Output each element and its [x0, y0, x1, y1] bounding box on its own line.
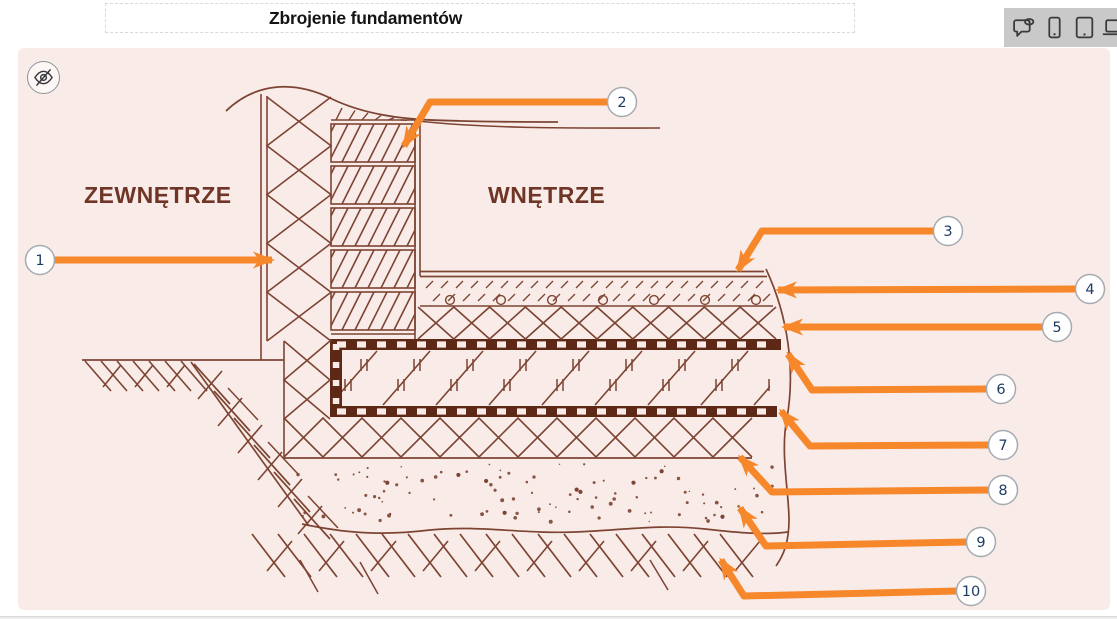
callout-8[interactable]: 8: [987, 474, 1019, 506]
callout-arrow-8: [737, 454, 990, 496]
callout-number: 5: [1052, 320, 1061, 336]
callout-arrow-3: [735, 227, 934, 273]
rebar-top-band: [330, 339, 781, 350]
callout-number: 2: [617, 95, 626, 111]
callout-5[interactable]: 5: [1041, 311, 1073, 343]
callout-number: 6: [996, 382, 1005, 398]
callout-arrow-2: [400, 98, 608, 149]
page-bottom-divider: [0, 616, 1117, 619]
rebar-left-band: [330, 339, 342, 417]
callout-2[interactable]: 2: [606, 86, 638, 118]
foundation-drawing: 1 2 3 4 5 6 7 8 9 10: [24, 85, 1106, 607]
rebar-bottom-band: [330, 406, 777, 417]
callout-markers: 1 2 3 4 5 6 7 8 9 10: [24, 86, 1106, 607]
drawing-hatching: [84, 96, 777, 595]
callout-number: 9: [976, 535, 985, 551]
callout-7[interactable]: 7: [987, 429, 1019, 461]
callout-arrow-4: [775, 281, 1077, 299]
callout-arrows: [54, 98, 1077, 600]
label-exterior: ZEWNĘTRZE: [84, 182, 232, 208]
callout-number: 1: [35, 253, 44, 269]
tablet-icon[interactable]: [1071, 14, 1098, 41]
laptop-icon[interactable]: [1101, 14, 1117, 41]
callout-number: 4: [1085, 282, 1094, 298]
callout-4[interactable]: 4: [1074, 273, 1106, 305]
label-interior: WNĘTRZE: [488, 182, 606, 208]
drawing-linework: [82, 85, 792, 567]
callout-arrow-6: [785, 351, 988, 394]
callout-9[interactable]: 9: [965, 526, 997, 558]
callout-10[interactable]: 10: [955, 575, 987, 607]
page-title: Zbrojenie fundamentów: [269, 7, 463, 28]
callout-6[interactable]: 6: [985, 373, 1017, 405]
callout-number: 3: [943, 224, 952, 240]
comment-preview-icon[interactable]: [1011, 14, 1038, 41]
diagram-canvas: ZEWNĘTRZE WNĘTRZE: [18, 48, 1110, 610]
callout-number: 10: [962, 584, 980, 600]
phone-icon[interactable]: [1041, 14, 1068, 41]
callout-arrow-9: [737, 505, 968, 550]
device-toolbar: [1004, 8, 1117, 47]
callout-number: 7: [998, 438, 1007, 454]
callout-1[interactable]: 1: [24, 244, 56, 276]
callout-arrow-7: [778, 408, 990, 450]
callout-number: 8: [998, 483, 1007, 499]
callout-arrow-10: [718, 557, 958, 600]
title-box[interactable]: Zbrojenie fundamentów: [105, 3, 855, 33]
eye-off-button[interactable]: [27, 61, 60, 94]
callout-3[interactable]: 3: [932, 215, 964, 247]
header: Zbrojenie fundamentów: [0, 0, 1117, 48]
